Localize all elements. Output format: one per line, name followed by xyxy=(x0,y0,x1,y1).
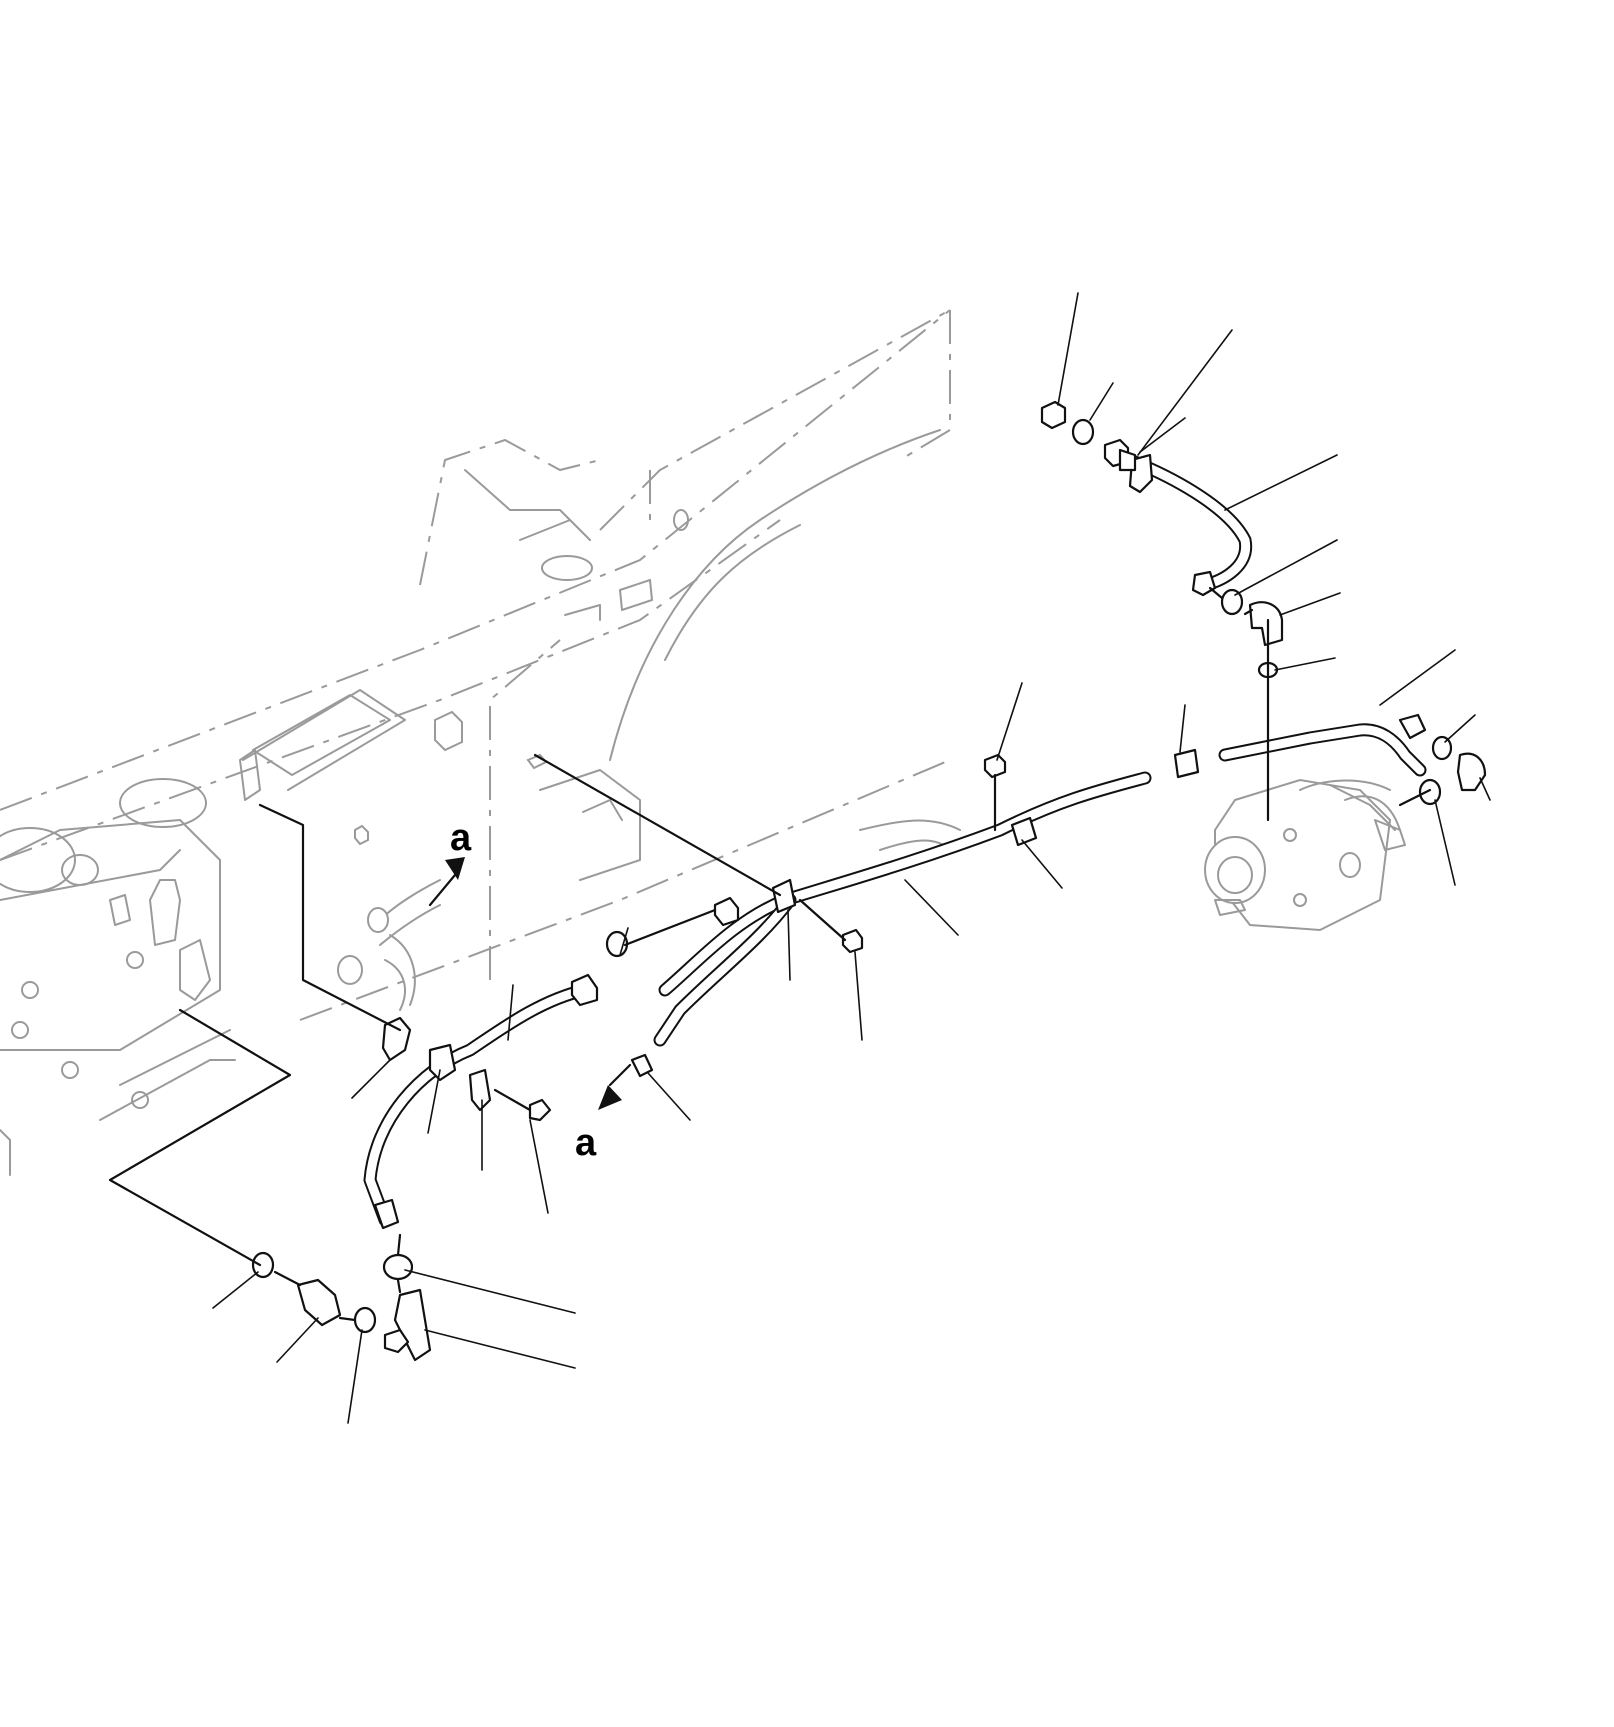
hose-clamp xyxy=(468,1068,492,1112)
leader-line xyxy=(1089,382,1114,421)
hose-clamp xyxy=(771,878,797,914)
leader-line xyxy=(351,1059,391,1099)
leader-line xyxy=(529,1119,549,1214)
plug xyxy=(296,1278,342,1327)
frame-ghost xyxy=(0,309,961,1021)
leader-line xyxy=(276,1317,319,1363)
o-ring xyxy=(1418,778,1442,806)
union xyxy=(713,896,740,927)
union xyxy=(570,973,599,1007)
leader-lines xyxy=(212,292,1491,1424)
leader-line xyxy=(427,1069,441,1134)
leader-line xyxy=(212,1271,259,1309)
leader-line xyxy=(1479,777,1491,801)
leader-line xyxy=(404,1269,576,1314)
o-ring xyxy=(353,1306,377,1334)
leader-line xyxy=(1379,649,1456,706)
leader-line xyxy=(854,951,863,1041)
plug-nut xyxy=(1040,400,1067,430)
elbow-fitting xyxy=(1456,752,1487,792)
leader-line xyxy=(1137,329,1233,456)
bolt xyxy=(841,928,864,954)
leader-line xyxy=(904,879,959,936)
leader-line xyxy=(1274,657,1336,671)
nut xyxy=(383,1328,410,1354)
elbow-fitting xyxy=(1248,601,1284,647)
hose-clamp xyxy=(381,1016,412,1062)
leader-line xyxy=(1021,839,1063,889)
hose-fitting xyxy=(373,1198,400,1230)
elbow-fitting xyxy=(393,1288,432,1362)
view-arrow-upper: a xyxy=(428,817,472,907)
leader-line xyxy=(619,927,629,956)
connection-lines xyxy=(108,586,1432,1322)
o-ring xyxy=(382,1253,414,1281)
leader-line xyxy=(647,1072,691,1121)
leader-line xyxy=(347,1329,363,1424)
leader-line xyxy=(424,1329,576,1369)
view-label-lower: a xyxy=(575,1122,597,1164)
leader-line xyxy=(1057,292,1079,406)
leader-line xyxy=(1434,799,1456,886)
o-ring xyxy=(251,1251,275,1279)
leader-line xyxy=(1234,539,1338,596)
o-ring xyxy=(1071,418,1095,446)
leader-line xyxy=(996,682,1023,761)
view-arrow-lower: a xyxy=(575,1063,632,1164)
view-label-upper: a xyxy=(450,817,472,859)
leader-line xyxy=(507,984,514,1041)
leader-line xyxy=(1279,592,1341,616)
pump-ghost xyxy=(1204,778,1406,932)
leader-line xyxy=(1224,454,1338,511)
sleeve xyxy=(630,1053,654,1078)
hose-clamp xyxy=(428,1043,457,1082)
fittings xyxy=(251,400,1487,1362)
leader-line xyxy=(1444,714,1476,743)
o-ring xyxy=(1220,588,1244,616)
main-hose-assembly xyxy=(363,453,1427,1227)
valve-block-ghost xyxy=(0,749,261,1176)
o-ring xyxy=(1431,735,1453,761)
leader-line xyxy=(1179,704,1186,753)
leader-line xyxy=(1139,417,1186,453)
leader-line xyxy=(787,909,791,981)
sleeve xyxy=(1173,748,1200,779)
bolt xyxy=(528,1098,552,1122)
bolt xyxy=(983,753,1007,779)
